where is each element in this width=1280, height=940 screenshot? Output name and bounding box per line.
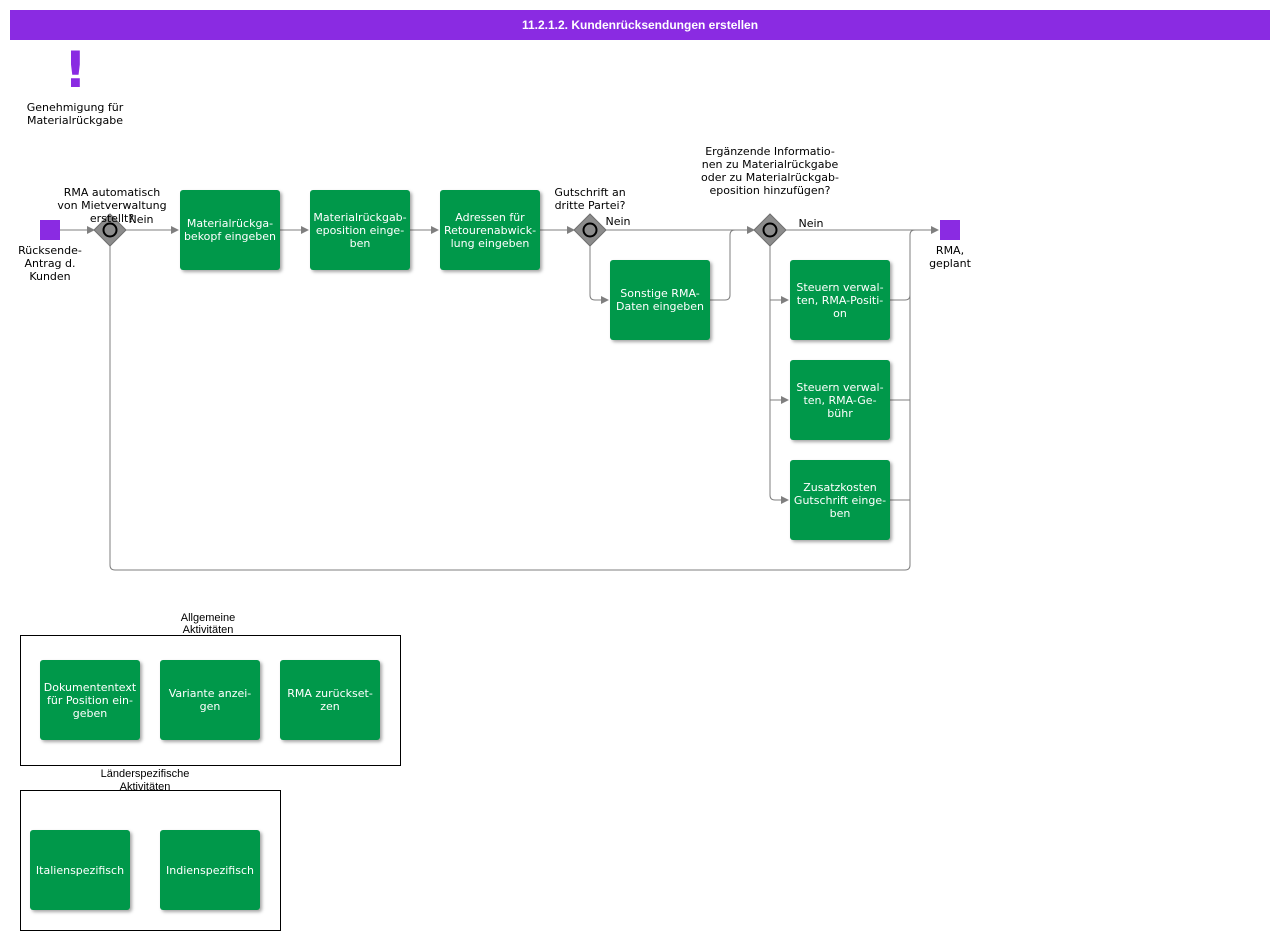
task-show-variant[interactable]: Variante anzei- gen xyxy=(160,660,260,740)
exclamation-icon: ! xyxy=(64,41,87,99)
task-tax-position[interactable]: Steuern verwal- ten, RMA-Positi- on xyxy=(790,260,890,340)
end-event xyxy=(940,220,960,240)
start-event xyxy=(40,220,60,240)
gateway-g3-no-label: Nein xyxy=(798,217,824,230)
gateway-g3 xyxy=(753,213,787,247)
gateway-g1 xyxy=(93,213,127,247)
gateway-g1-no-label: Nein xyxy=(128,213,154,226)
task-header-entry[interactable]: Materialrückga- bekopf eingeben xyxy=(180,190,280,270)
start-event-label: Rücksende- Antrag d. Kunden xyxy=(18,244,82,283)
task-tax-fee[interactable]: Steuern verwal- ten, RMA-Ge- bühr xyxy=(790,360,890,440)
task-italy-specific[interactable]: Italienspezifisch xyxy=(30,830,130,910)
gateway-g3-question: Ergänzende Informatio- nen zu Materialrü… xyxy=(700,145,839,197)
task-reset-rma[interactable]: RMA zurückset- zen xyxy=(280,660,380,740)
diagram-title: 11.2.1.2. Kundenrücksendungen erstellen xyxy=(10,10,1270,40)
task-extra-cost[interactable]: Zusatzkosten Gutschrift einge- ben xyxy=(790,460,890,540)
task-india-specific[interactable]: Indienspezifisch xyxy=(160,830,260,910)
connector-merge-right-lower xyxy=(109,246,911,571)
connector-g2-other xyxy=(589,246,609,304)
connector-g3-branch xyxy=(769,246,789,504)
connector-other-merge xyxy=(710,229,736,301)
gateway-g2 xyxy=(573,213,607,247)
gateway-g1-question: RMA automatisch von Mietverwaltung erste… xyxy=(57,186,167,225)
end-event-label: RMA, geplant xyxy=(929,244,971,270)
annotation-label: Genehmigung für Materialrückgabe xyxy=(26,101,124,127)
task-document-text[interactable]: Dokumententext für Position ein- geben xyxy=(40,660,140,740)
task-position-entry[interactable]: Materialrückgab- eposition einge- ben xyxy=(310,190,410,270)
group-general-label: Allgemeine Aktivitäten xyxy=(180,612,236,634)
gateway-g2-question: Gutschrift an dritte Partei? xyxy=(554,186,626,212)
group-country xyxy=(20,790,281,931)
group-general xyxy=(20,635,401,766)
task-address-entry[interactable]: Adressen für Retourenabwick- lung eingeb… xyxy=(440,190,540,270)
group-country-label: Länderspezifische Aktivitäten xyxy=(100,768,190,790)
task-other-data[interactable]: Sonstige RMA- Daten eingeben xyxy=(610,260,710,340)
gateway-g2-no-label: Nein xyxy=(605,215,631,228)
